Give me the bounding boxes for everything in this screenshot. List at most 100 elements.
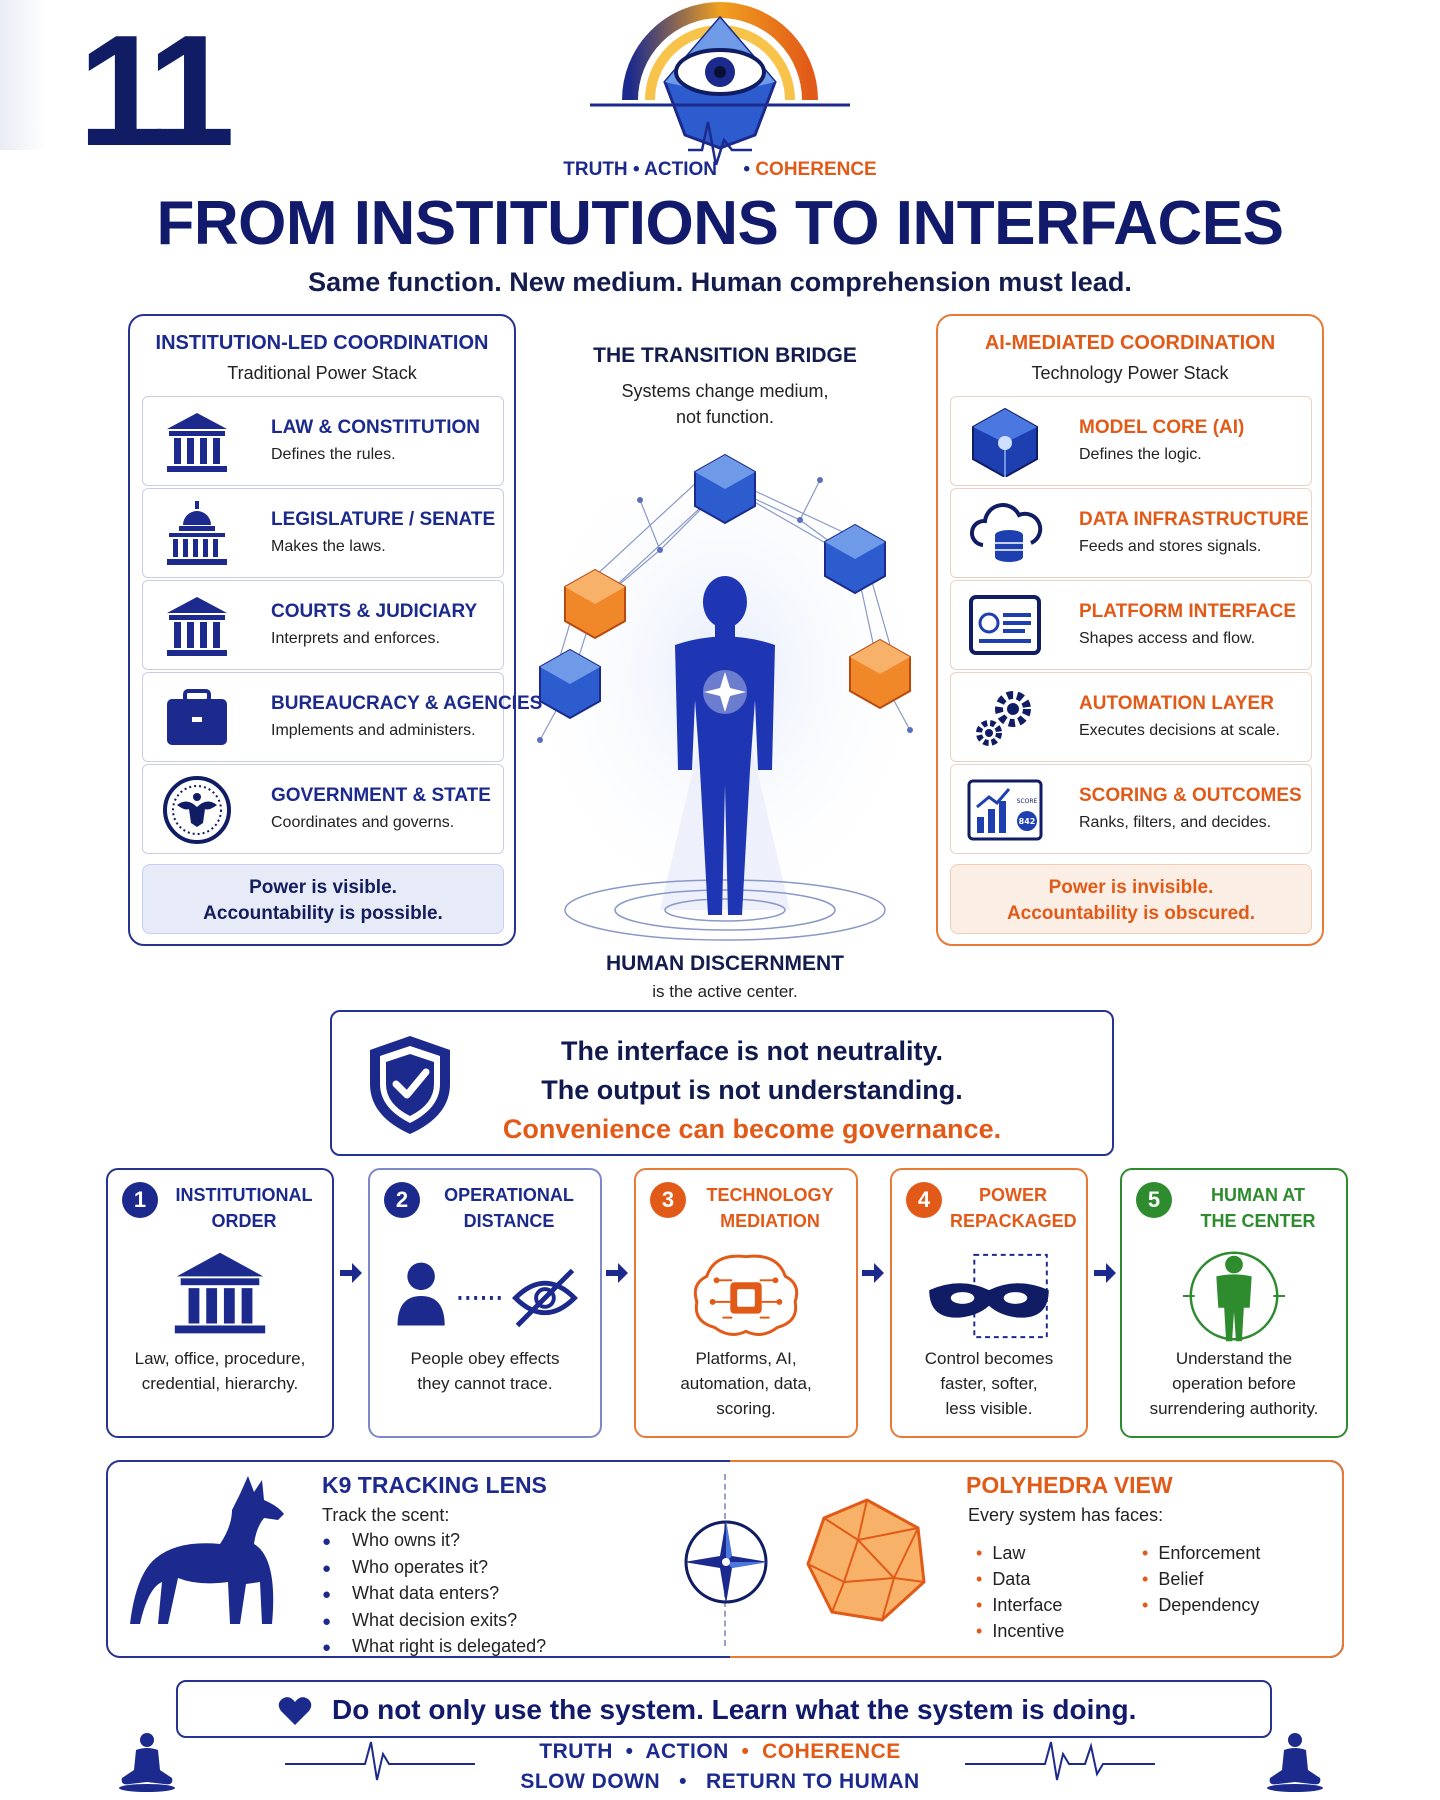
paw-icon: ● <box>322 1639 332 1656</box>
k9-subtitle: Track the scent: <box>322 1505 450 1525</box>
transition-bridge-heading: THE TRANSITION BRIDGE Systems change med… <box>560 344 890 430</box>
capitol-dome-icon <box>167 501 227 565</box>
stack-row-legislature: LEGISLATURE / SENATE Makes the laws. <box>142 488 504 578</box>
callout-line-highlight: Convenience can become governance. <box>502 1114 1002 1144</box>
list-item: ●What data enters? <box>322 1581 546 1608</box>
page-subtitle: Same function. New medium. Human compreh… <box>308 267 1132 297</box>
ai-panel-subtitle: Technology Power Stack <box>1031 363 1229 383</box>
left-edge-shade <box>0 0 46 150</box>
list-item: ●Who owns it? <box>322 1528 546 1555</box>
callout-line: The output is not understanding. <box>541 1075 963 1105</box>
polyhedra-subtitle: Every system has faces: <box>968 1505 1164 1525</box>
person-target-icon <box>1182 1251 1286 1342</box>
stack-row-title: GOVERNMENT & STATE <box>271 785 491 806</box>
polyhedra-panel-border <box>730 1460 1344 1658</box>
human-title: HUMAN DISCERNMENT <box>606 952 844 975</box>
step-number: 1 <box>122 1182 158 1218</box>
stack-row-desc: Executes decisions at scale. <box>1079 722 1280 739</box>
courthouse-icon <box>167 413 227 472</box>
polyhedron-icon <box>972 407 1038 477</box>
heart-icon <box>278 1697 312 1725</box>
stack-row-bureaucracy: BUREAUCRACY & AGENCIES Implements and ad… <box>142 672 542 762</box>
footer-line: Power is visible. <box>249 877 397 898</box>
arrow-right-icon <box>862 1263 884 1283</box>
list-item: Data <box>976 1566 1064 1592</box>
polyhedra-title: POLYHEDRA VIEW <box>966 1472 1173 1498</box>
stack-row-desc: Feeds and stores signals. <box>1079 538 1262 555</box>
stack-row-courts: COURTS & JUDICIARY Interprets and enforc… <box>142 580 504 670</box>
list-item: Enforcement <box>1142 1540 1260 1566</box>
person-hidden-eye-icon <box>397 1262 578 1328</box>
orange-polyhedron-icon <box>806 1498 926 1622</box>
score-badge-label: SCORE <box>1017 798 1038 805</box>
stack-row-title: DATA INFRASTRUCTURE <box>1079 509 1309 530</box>
stack-row-law: LAW & CONSTITUTION Defines the rules. <box>142 396 504 486</box>
ai-panel-title: AI-MEDIATED COORDINATION <box>984 332 1276 354</box>
bridge-title: THE TRANSITION BRIDGE <box>593 344 857 367</box>
stack-row-desc: Makes the laws. <box>271 538 386 555</box>
eye-logo-icon <box>590 2 850 165</box>
step-desc: Platforms, AI,automation, data,scoring. <box>680 1349 812 1418</box>
step-number: 3 <box>650 1182 686 1218</box>
footer-line: Accountability is possible. <box>203 903 443 924</box>
footer-return: RETURN TO HUMAN <box>706 1770 920 1793</box>
footer-action: ACTION <box>645 1740 729 1763</box>
ai-panel: AI-MEDIATED COORDINATION Technology Powe… <box>936 314 1324 946</box>
stack-row-desc: Coordinates and governs. <box>271 814 455 831</box>
k9-question-list: ●Who owns it? ●Who operates it? ●What da… <box>322 1528 546 1661</box>
callout-line: The interface is not neutrality. <box>560 1036 944 1066</box>
footer-instruction: SLOW DOWN • RETURN TO HUMAN <box>520 1770 920 1793</box>
stack-row-title: PLATFORM INTERFACE <box>1079 601 1297 622</box>
stack-row-platform-interface: PLATFORM INTERFACE Shapes access and flo… <box>950 580 1312 670</box>
stack-row-desc: Shapes access and flow. <box>1079 630 1256 647</box>
list-item: ●What right is delegated? <box>322 1634 546 1661</box>
stack-row-automation: AUTOMATION LAYER Executes decisions at s… <box>950 672 1312 762</box>
faces-list-1: Law Data Interface Incentive <box>976 1540 1064 1644</box>
list-item: Law <box>976 1540 1064 1566</box>
footer-motto: TRUTH • ACTION • COHERENCE <box>539 1740 901 1763</box>
stack-row-desc: Interprets and enforces. <box>271 630 440 647</box>
step-number: 4 <box>906 1182 942 1218</box>
institution-panel-footer: Power is visible. Accountability is poss… <box>142 864 504 934</box>
bridge-line: not function. <box>675 407 775 427</box>
paw-icon: ● <box>322 1559 332 1577</box>
institution-panel: INSTITUTION-LED COORDINATION Traditional… <box>128 314 542 946</box>
k9-title: K9 TRACKING LENS <box>322 1472 547 1498</box>
stack-row-desc: Ranks, filters, and decides. <box>1079 814 1272 831</box>
stack-row-desc: Defines the logic. <box>1079 446 1202 463</box>
gears-icon <box>976 691 1031 746</box>
heartbeat-line-icon <box>285 1741 475 1781</box>
ai-panel-footer: Power is invisible. Accountability is ob… <box>950 864 1312 934</box>
stack-row-title: SCORING & OUTCOMES <box>1079 785 1302 806</box>
stack-row-title: AUTOMATION LAYER <box>1079 693 1274 714</box>
stack-row-desc: Implements and administers. <box>271 722 476 739</box>
stack-row-title: MODEL CORE (AI) <box>1079 417 1245 438</box>
briefcase-icon <box>167 689 227 745</box>
human-bridge-illustration <box>537 453 913 941</box>
footer-coherence: COHERENCE <box>762 1740 901 1763</box>
paw-icon: ● <box>322 1612 332 1630</box>
dashboard-icon <box>969 595 1041 655</box>
list-item: Incentive <box>976 1618 1064 1644</box>
stack-row-model-core: MODEL CORE (AI) Defines the logic. <box>950 396 1312 486</box>
arrow-right-icon <box>1094 1263 1116 1283</box>
bridge-line: Systems change medium, <box>621 381 829 401</box>
step-number: 5 <box>1136 1182 1172 1218</box>
cloud-database-icon <box>970 503 1043 562</box>
list-item: Belief <box>1142 1566 1260 1592</box>
courthouse-icon <box>174 1252 266 1334</box>
k9-dog-icon <box>130 1476 284 1624</box>
stack-row-government: GOVERNMENT & STATE Coordinates and gover… <box>142 764 504 854</box>
paw-icon: ● <box>322 1533 332 1550</box>
courthouse-icon <box>167 597 227 656</box>
stack-row-desc: Defines the rules. <box>271 446 396 463</box>
